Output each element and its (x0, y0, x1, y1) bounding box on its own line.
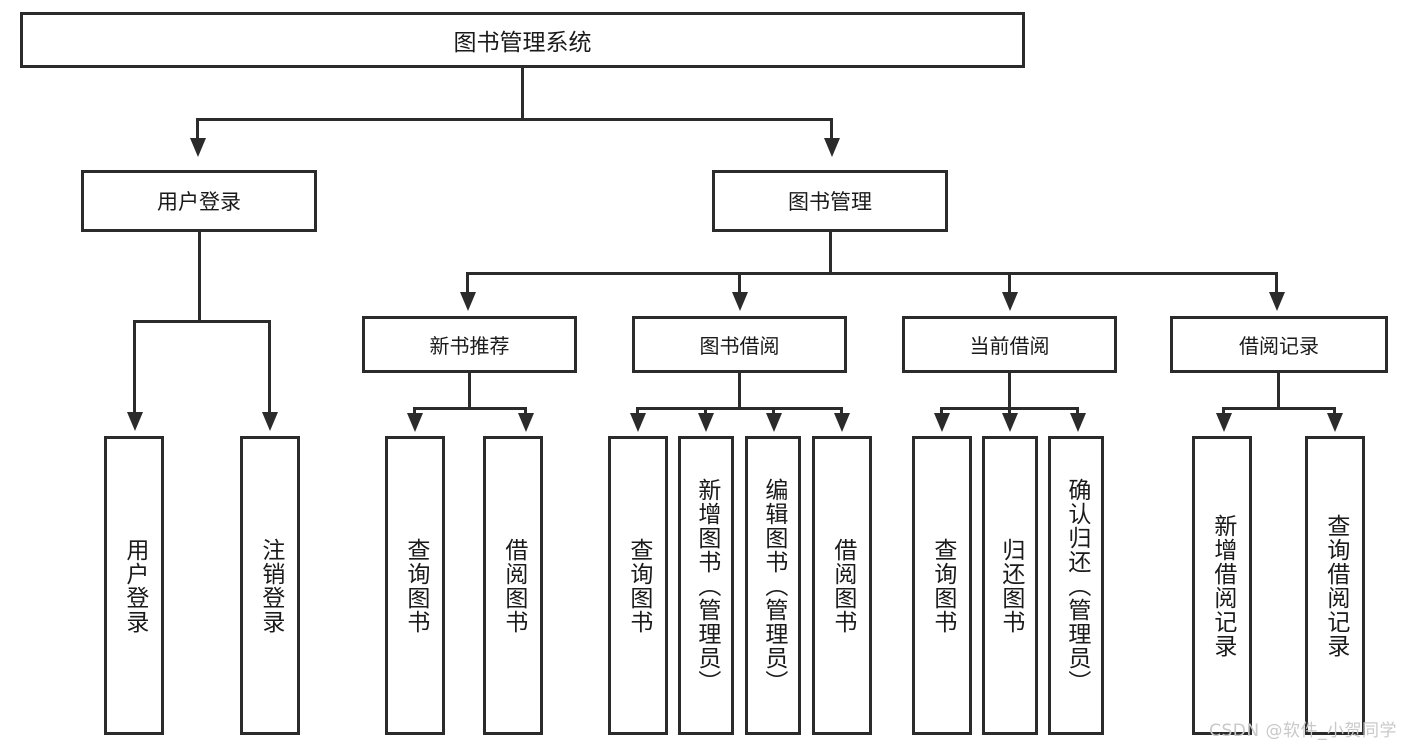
node-borrow-record[interactable]: 借阅记录 (1170, 316, 1388, 373)
node-label: 当前借阅 (969, 334, 1050, 358)
node-label: 查询图书 (402, 537, 429, 634)
leaf-logout[interactable]: 注销登录 (240, 436, 300, 735)
edge-borrow-record-bar (1222, 407, 1336, 410)
arrowhead-book-borrow (732, 292, 748, 311)
edge-book-borrow-down (738, 373, 741, 409)
arrowhead-current-borrow-leaf1 (934, 413, 950, 432)
edge-borrow-record-leaf1 (1222, 407, 1225, 415)
leaf-add-book-admin[interactable]: 新增图书（管理员） (678, 436, 734, 735)
edge-book-borrow-leaf2 (704, 407, 707, 415)
edge-book-borrow-bar (636, 407, 842, 410)
arrowhead-user-login (190, 138, 206, 157)
node-label: 新增图书（管理员） (693, 477, 720, 694)
edge-root-down (521, 68, 524, 120)
edge-current-borrow-leaf2 (1008, 407, 1011, 415)
leaf-query-borrow-record[interactable]: 查询借阅记录 (1305, 436, 1365, 735)
edge-to-borrow-record (1275, 272, 1278, 294)
edge-new-book-leaf1 (413, 407, 416, 415)
edge-user-login-bar (133, 320, 270, 323)
node-label: 确认归还（管理员） (1063, 477, 1090, 694)
arrowhead-new-book (460, 292, 476, 311)
arrowhead-new-book-leaf1 (407, 413, 423, 432)
edge-to-book-borrow (738, 272, 741, 294)
node-label: 新增借阅记录 (1209, 513, 1236, 658)
node-label: 归还图书 (997, 537, 1024, 634)
node-label: 查询图书 (625, 537, 652, 634)
arrowhead-leaf-logout (262, 412, 278, 431)
node-label: 借阅记录 (1239, 334, 1319, 358)
node-current-borrow[interactable]: 当前借阅 (902, 316, 1117, 373)
leaf-add-borrow-record[interactable]: 新增借阅记录 (1192, 436, 1252, 735)
node-label: 借阅图书 (500, 537, 527, 634)
edge-book-borrow-leaf4 (840, 407, 843, 415)
edge-borrow-record-down (1277, 373, 1280, 409)
node-label: 图书管理系统 (453, 30, 592, 56)
edge-to-book-manage (830, 118, 833, 140)
node-label: 图书管理 (788, 190, 872, 214)
node-label: 查询图书 (929, 537, 956, 634)
arrowhead-new-book-leaf2 (518, 413, 534, 432)
edge-book-borrow-leaf1 (636, 407, 639, 415)
node-label: 查询借阅记录 (1322, 513, 1349, 658)
edge-current-borrow-leaf1 (940, 407, 943, 415)
edge-new-book-down (468, 373, 471, 409)
edge-level2-bar (466, 272, 1278, 275)
node-label: 编辑图书（管理员） (760, 477, 787, 694)
edge-user-login-leaf1 (133, 320, 136, 414)
node-label: 用户登录 (121, 537, 148, 634)
csdn-watermark: CSDN @软件_小贺同学 (1209, 721, 1397, 741)
arrowhead-current-borrow (1002, 292, 1018, 311)
node-label: 用户登录 (157, 190, 241, 214)
node-book-borrow[interactable]: 图书借阅 (632, 316, 847, 373)
arrowhead-current-borrow-leaf2 (1002, 413, 1018, 432)
leaf-borrow-book[interactable]: 借阅图书 (812, 436, 872, 735)
node-root-system[interactable]: 图书管理系统 (20, 12, 1025, 68)
leaf-edit-book-admin[interactable]: 编辑图书（管理员） (745, 436, 801, 735)
arrowhead-book-borrow-leaf1 (630, 413, 646, 432)
arrowhead-book-borrow-leaf2 (698, 413, 714, 432)
arrowhead-borrow-record-leaf1 (1216, 413, 1232, 432)
edge-new-book-leaf2 (524, 407, 527, 415)
leaf-query-book-borrow[interactable]: 查询图书 (608, 436, 668, 735)
leaf-query-book-recommend[interactable]: 查询图书 (385, 436, 445, 735)
arrowhead-borrow-record (1269, 292, 1285, 311)
node-book-management[interactable]: 图书管理 (712, 170, 948, 232)
edge-user-login-leaf2 (268, 320, 271, 414)
arrowhead-book-borrow-leaf4 (834, 413, 850, 432)
node-new-book-recommend[interactable]: 新书推荐 (362, 316, 577, 373)
edge-to-current-borrow (1008, 272, 1011, 294)
leaf-confirm-return-admin[interactable]: 确认归还（管理员） (1048, 436, 1104, 735)
arrowhead-book-borrow-leaf3 (766, 413, 782, 432)
edge-book-borrow-leaf3 (772, 407, 775, 415)
node-label: 注销登录 (257, 537, 284, 634)
node-label: 新书推荐 (429, 334, 510, 358)
edge-new-book-bar (413, 407, 527, 410)
node-label: 借阅图书 (829, 537, 856, 634)
edge-to-new-book (466, 272, 469, 294)
arrowhead-leaf-user-login (127, 412, 143, 431)
arrowhead-borrow-record-leaf2 (1327, 413, 1343, 432)
edge-level1-bar (196, 118, 833, 121)
arrowhead-book-manage (824, 138, 840, 157)
node-label: 图书借阅 (699, 334, 780, 358)
leaf-query-book-current[interactable]: 查询图书 (912, 436, 972, 735)
edge-book-manage-down (829, 232, 832, 274)
leaf-borrow-book-recommend[interactable]: 借阅图书 (483, 436, 543, 735)
leaf-return-book[interactable]: 归还图书 (982, 436, 1038, 735)
arrowhead-current-borrow-leaf3 (1070, 413, 1086, 432)
edge-current-borrow-leaf3 (1076, 407, 1079, 415)
edge-current-borrow-down (1008, 373, 1011, 409)
leaf-user-login[interactable]: 用户登录 (104, 436, 164, 735)
edge-user-login-down (198, 232, 201, 322)
edge-borrow-record-leaf2 (1333, 407, 1336, 415)
edge-to-user-login (196, 118, 199, 140)
node-user-login[interactable]: 用户登录 (81, 170, 317, 232)
